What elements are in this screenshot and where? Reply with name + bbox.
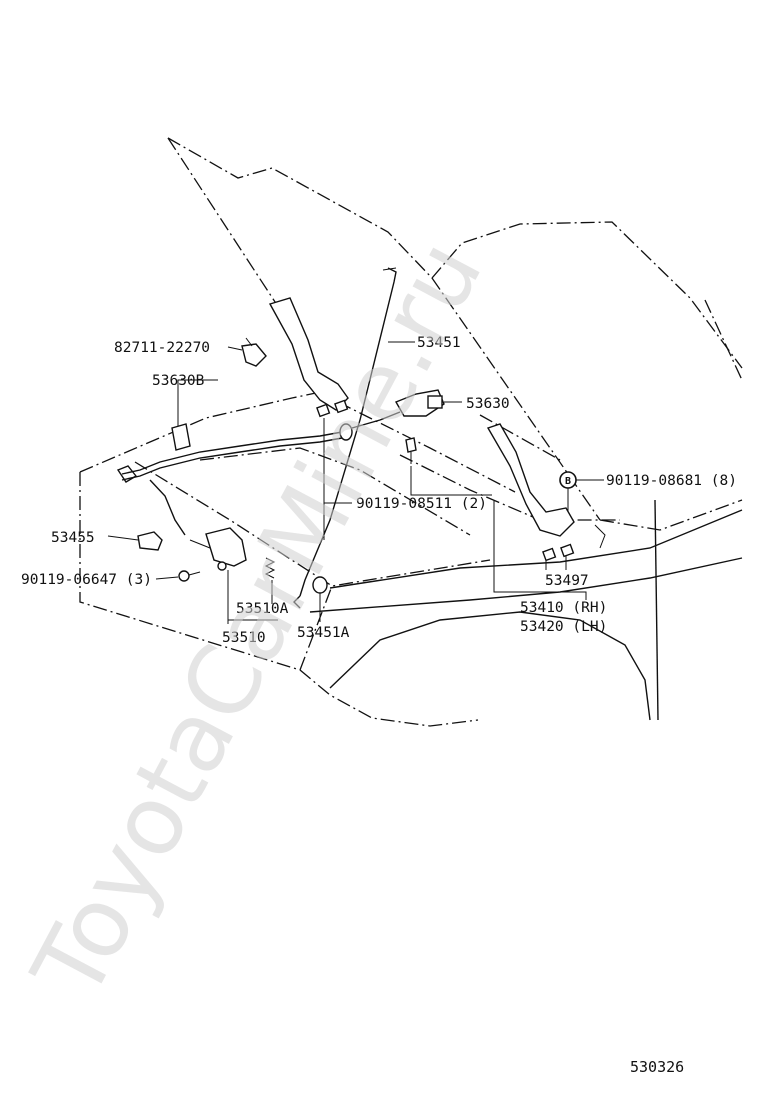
lock-control-lever [394, 389, 445, 417]
label-90119-08511: 90119-08511 (2) [356, 496, 487, 512]
label-53510a: 53510A [236, 601, 289, 617]
lock-spring [264, 557, 276, 579]
left-hood-hinge [268, 297, 349, 418]
label-53497: 53497 [545, 573, 589, 589]
right-hood-hinge [486, 423, 575, 562]
hood-lock-assembly [189, 527, 247, 571]
label-53451: 53451 [417, 335, 461, 351]
bolt-90119-08511 [405, 437, 417, 464]
label-90119-06647: 90119-06647 (3) [21, 572, 152, 588]
cable-bracket [171, 423, 191, 451]
hood-catch [137, 531, 163, 551]
label-90119-08681: 90119-08681 (8) [606, 473, 737, 489]
figure-id: 530326 [630, 1058, 684, 1076]
label-53420-lh: 53420 (LH) [520, 619, 607, 635]
hood-release-cable [116, 411, 401, 536]
label-82711-22270: 82711-22270 [114, 340, 210, 356]
watermark: ToyotaCarMine.ru [11, 223, 504, 1017]
bolt-90119-06647 [178, 570, 201, 582]
label-53630: 53630 [466, 396, 510, 412]
label-53410-rh: 53410 (RH) [520, 600, 607, 616]
bolt-mark-label: B [565, 476, 571, 487]
cable-clamp [241, 337, 267, 367]
label-53630b: 53630B [152, 373, 205, 389]
leader-lines [107, 341, 604, 624]
bolt-mark-b-icon: B [559, 471, 577, 489]
label-53451a: 53451A [297, 625, 350, 641]
label-53510: 53510 [222, 630, 266, 646]
label-53455: 53455 [51, 530, 95, 546]
body-outline [79, 387, 743, 727]
callout-labels: 82711-22270 53630B 53451 53630 90119-086… [21, 335, 737, 646]
hood-support-rod [293, 267, 397, 609]
